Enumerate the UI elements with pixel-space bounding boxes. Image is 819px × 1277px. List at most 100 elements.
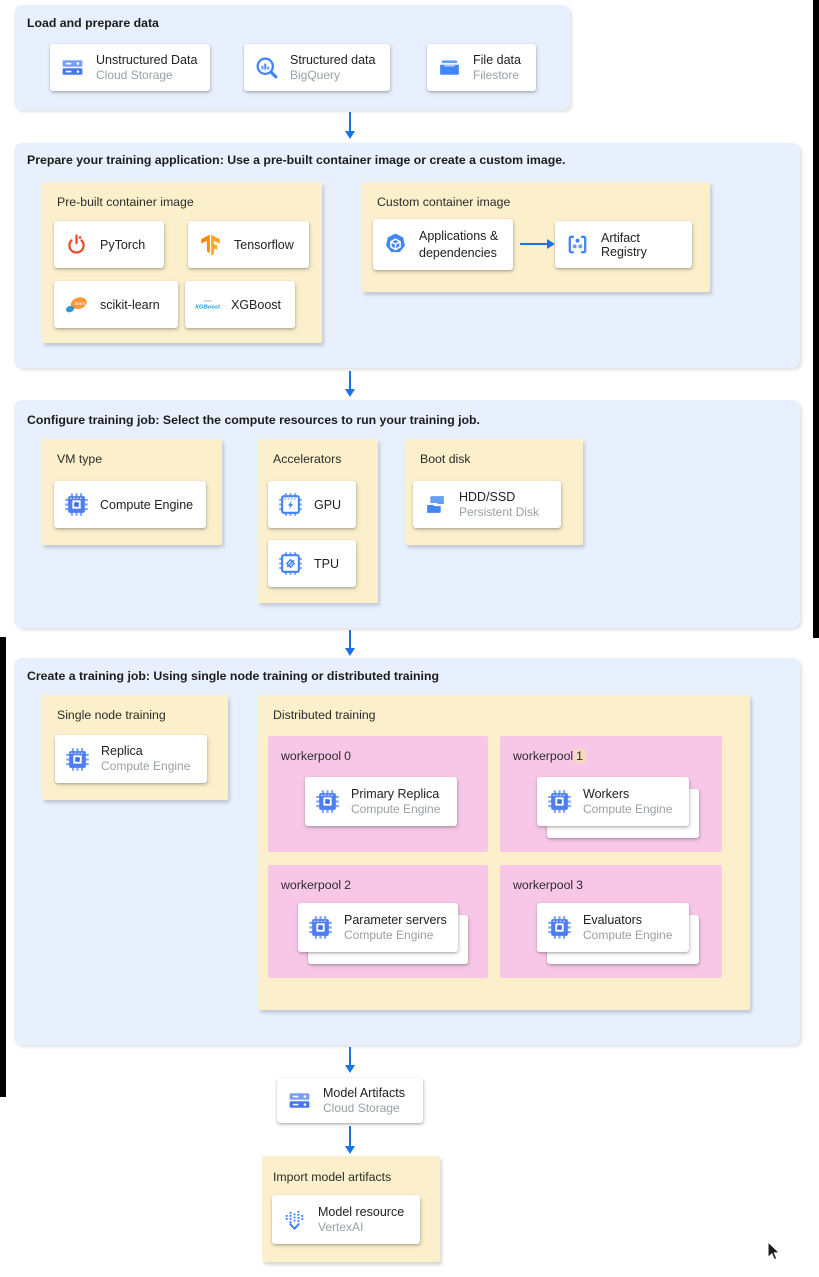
compute-engine-icon — [308, 915, 333, 940]
panel-prepare-training-application: Prepare your training application: Use a… — [14, 143, 800, 368]
workerpool-number: 3 — [576, 878, 583, 892]
card-primary-replica: Primary Replica Compute Engine — [305, 777, 457, 826]
compute-engine-icon — [547, 915, 572, 940]
workerpool-number: 2 — [344, 878, 351, 892]
card-applications-dependencies: Applications & dependencies — [373, 219, 513, 270]
card-workers: Workers Compute Engine — [537, 777, 689, 826]
compute-engine-icon — [64, 492, 89, 517]
persistent-disk-icon — [423, 492, 448, 517]
card-title: File data — [473, 52, 521, 67]
scikit-learn-icon — [64, 292, 89, 317]
card-title: XGBoost — [231, 297, 282, 312]
card-subtitle: Compute Engine — [351, 801, 441, 816]
workerpool-number: 0 — [344, 749, 351, 763]
group-accelerators: Accelerators GPU TPU — [258, 439, 378, 603]
group-label: Pre-built container image — [57, 195, 194, 209]
card-tensorflow: Tensorflow — [188, 221, 309, 268]
card-subtitle: Cloud Storage — [96, 67, 173, 82]
card-title: HDD/SSD — [459, 489, 516, 504]
card-title: Replica — [101, 744, 143, 759]
card-replica: Replica Compute Engine — [55, 735, 207, 783]
card-model-resource: Model resource VertexAI — [272, 1195, 420, 1244]
card-evaluators: Evaluators Compute Engine — [537, 903, 689, 952]
filestore-icon — [437, 55, 462, 80]
card-subtitle: Filestore — [473, 67, 520, 82]
card-title: TPU — [314, 556, 339, 571]
card-title: Compute Engine — [100, 497, 194, 512]
xgboost-icon — [195, 292, 220, 317]
card-title: GPU — [314, 497, 342, 512]
vertex-ai-icon — [282, 1207, 307, 1232]
card-scikit-learn: scikit-learn — [54, 281, 178, 328]
card-tpu: TPU — [268, 540, 356, 587]
card-title: Structured data — [290, 52, 376, 67]
panel-create-training-job: Create a training job: Using single node… — [14, 658, 800, 1045]
group-label: VM type — [57, 452, 103, 466]
panel-configure-training-job: Configure training job: Select the compu… — [14, 400, 800, 628]
flow-arrow-down — [345, 1047, 355, 1073]
panel-title: Create a training job: Using single node… — [27, 669, 439, 683]
card-subtitle: Compute Engine — [101, 759, 191, 774]
group-label: Accelerators — [273, 452, 342, 466]
flow-arrow-down — [345, 112, 355, 139]
compute-engine-icon — [65, 747, 90, 772]
group-label: Boot disk — [420, 452, 471, 466]
group-label: Distributed training — [273, 708, 376, 722]
flow-arrow-right — [520, 239, 555, 249]
flow-arrow-down — [345, 630, 355, 656]
card-structured-data: Structured data BigQuery — [244, 44, 390, 91]
card-xgboost: XGBoost — [185, 281, 295, 328]
card-subtitle: Cloud Storage — [323, 1100, 400, 1115]
panel-title: Load and prepare data — [27, 16, 159, 30]
group-custom-container-image: Custom container image Applications & de… — [362, 182, 710, 292]
tensorflow-icon — [198, 232, 223, 257]
card-subtitle: VertexAI — [318, 1219, 364, 1234]
card-subtitle: Persistent Disk — [459, 504, 540, 519]
panel-title: Prepare your training application: Use a… — [27, 153, 566, 167]
card-hdd-ssd: HDD/SSD Persistent Disk — [413, 481, 561, 528]
card-subtitle: Compute Engine — [583, 801, 673, 816]
card-title: PyTorch — [100, 237, 146, 252]
group-label: Single node training — [57, 708, 166, 722]
card-unstructured-data: Unstructured Data Cloud Storage — [50, 44, 210, 91]
group-prebuilt-container-image: Pre-built container image PyTorch Tensor… — [42, 182, 322, 343]
card-title: Model Artifacts — [323, 1085, 405, 1100]
card-subtitle: BigQuery — [290, 67, 341, 82]
card-title: Evaluators — [583, 912, 643, 927]
card-title: Artifact Registry — [601, 230, 647, 259]
mouse-cursor-icon — [763, 1239, 785, 1263]
card-subtitle: Compute Engine — [344, 927, 434, 942]
card-title: Unstructured Data — [96, 52, 198, 67]
card-title: Workers — [583, 786, 630, 801]
group-boot-disk: Boot disk HDD/SSD Persistent Disk — [405, 439, 583, 545]
card-title: Model resource — [318, 1204, 405, 1219]
card-title: Primary Replica — [351, 786, 440, 801]
artifact-registry-icon — [565, 232, 590, 257]
group-import-model-artifacts: Import model artifacts Model resource Ve… — [262, 1156, 440, 1262]
card-parameter-servers: Parameter servers Compute Engine — [298, 903, 458, 952]
card-file-data: File data Filestore — [427, 44, 536, 91]
bigquery-icon — [254, 55, 279, 80]
flow-arrow-down — [345, 371, 355, 397]
group-vm-type: VM type Compute Engine — [42, 439, 222, 545]
cloud-storage-icon — [60, 55, 85, 80]
tpu-icon — [278, 551, 303, 576]
group-single-node-training: Single node training Replica Compute Eng… — [42, 695, 228, 800]
group-label: Custom container image — [377, 195, 511, 209]
card-model-artifacts: Model Artifacts Cloud Storage — [277, 1078, 423, 1123]
card-title: scikit-learn — [100, 297, 160, 312]
panel-title: Configure training job: Select the compu… — [27, 413, 480, 427]
card-artifact-registry: Artifact Registry — [555, 221, 692, 268]
card-pytorch: PyTorch — [54, 221, 164, 268]
card-subtitle: Compute Engine — [583, 927, 673, 942]
pytorch-icon — [64, 232, 89, 257]
